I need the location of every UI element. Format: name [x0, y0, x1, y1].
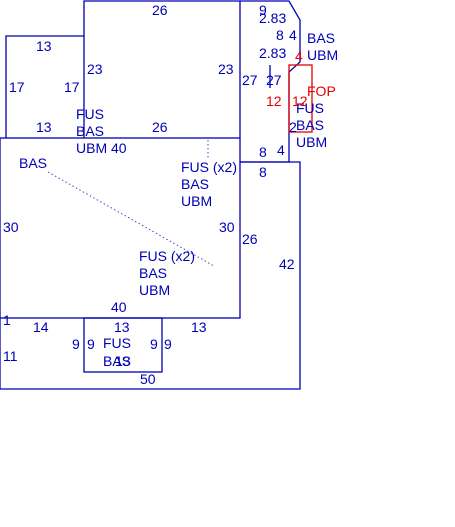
label-line: BAS [307, 30, 335, 46]
bas-ubm-right-label: BAS UBM [307, 30, 338, 63]
label-line: UBM [181, 193, 212, 209]
dimension-label: 27 [266, 72, 282, 88]
dimension-label: 13 [36, 38, 52, 54]
dimension-label: 17 [64, 79, 80, 95]
dimension-label: 26 [152, 2, 168, 18]
dimension-label: 42 [279, 256, 295, 272]
label-line: FUS (x2) [139, 248, 195, 264]
label-line: BAS [103, 353, 131, 369]
outer-perimeter [0, 161, 301, 390]
label-line: UBM [76, 140, 107, 156]
dimension-label: 26 [152, 119, 168, 135]
dimension-label: 8 [259, 164, 267, 180]
label-line: BAS [181, 176, 209, 192]
dimension-label: 30 [219, 219, 235, 235]
dimension-label: 2 [289, 119, 297, 135]
bottom-extension-outline [83, 317, 163, 373]
bas-main-label: BAS [19, 155, 47, 171]
dimension-label: 23 [87, 61, 103, 77]
dimension-label: 17 [9, 79, 25, 95]
label-line: FUS [103, 335, 131, 351]
dimension-label: 9 [259, 2, 267, 18]
dimension-label: 30 [3, 219, 19, 235]
fus-x2-upper-label: FUS (x2) BAS UBM [181, 159, 237, 209]
dimension-label: 13 [114, 319, 130, 335]
dimension-label: 2.83 [259, 10, 286, 26]
fus-x2-center-label: FUS (x2) BAS UBM [139, 248, 195, 298]
dimension-label: 8 [259, 144, 267, 160]
dimension-label: 12 [266, 93, 282, 109]
fus-bas-ubm-left-label: FUS BAS UBM [76, 106, 107, 156]
dimension-label: 14 [33, 319, 49, 335]
dimension-label: 2.83 [259, 45, 286, 61]
upper-center-wall [83, 0, 241, 138]
left-wing-wall [5, 35, 84, 138]
dimension-label: 4 [295, 48, 303, 64]
dimension-label: 8 [276, 27, 284, 43]
label-line: UBM [139, 282, 170, 298]
dimension-label: 13 [36, 119, 52, 135]
label-line: BAS [76, 123, 104, 139]
fop-outline [288, 64, 313, 133]
dimension-label: 9 [87, 336, 95, 352]
label-line: UBM [307, 47, 338, 63]
dimension-label: 50 [140, 371, 156, 387]
dimension-label: 9 [150, 336, 158, 352]
fop-label: FOP [307, 83, 336, 99]
dimension-label: 12 [292, 93, 308, 109]
dimension-label: 26 [242, 231, 258, 247]
label-line: BAS [139, 265, 167, 281]
dimension-label: 4 [277, 142, 285, 158]
dimension-label: 27 [242, 72, 258, 88]
dimension-label: 23 [218, 61, 234, 77]
dimension-label: 13 [115, 353, 131, 369]
dimension-label: 11 [3, 348, 18, 364]
dimension-label: 9 [164, 336, 172, 352]
label-line: UBM [296, 134, 327, 150]
label-line: BAS [296, 117, 324, 133]
dimension-label: 1 [3, 312, 11, 328]
label-line: FUS [76, 106, 104, 122]
dimension-label: 40 [111, 299, 127, 315]
fus-bas-ubm-right-label: FUS BAS UBM [296, 100, 327, 150]
dimension-label: 4 [289, 27, 297, 43]
dimension-label: 13 [191, 319, 207, 335]
label-line: FUS (x2) [181, 159, 237, 175]
fus-bas-bottom-label: FUS BAS [103, 335, 131, 369]
dimension-label: 40 [111, 140, 127, 156]
dimension-label: 9 [72, 336, 80, 352]
label-line: FUS [296, 100, 324, 116]
